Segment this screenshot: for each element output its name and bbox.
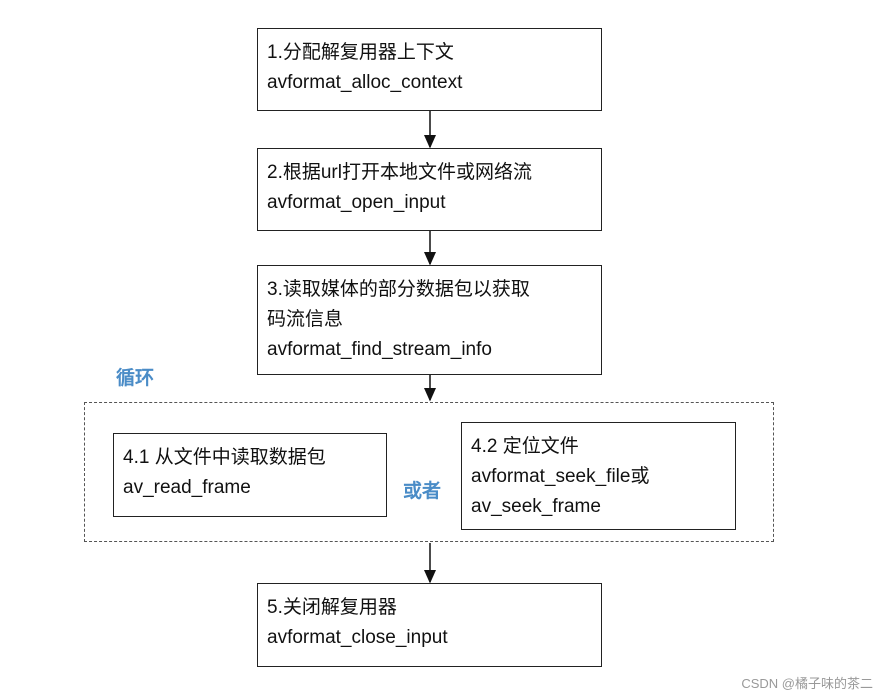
step-4-2-box: 4.2 定位文件 avformat_seek_file或 av_seek_fra… [461,422,736,530]
step-4-2-title: 4.2 定位文件 [471,436,579,457]
step-5-box: 5.关闭解复用器 avformat_close_input [257,583,602,667]
loop-region [84,402,774,542]
step-2-function: avformat_open_input [267,192,446,213]
step-3-function: avformat_find_stream_info [267,339,492,360]
step-3-title-cont: 码流信息 [267,309,344,330]
step-4-1-title: 4.1 从文件中读取数据包 [123,447,326,468]
watermark: CSDN @橘子味的茶二 [741,676,873,691]
step-3-box: 3.读取媒体的部分数据包以获取 码流信息 avformat_find_strea… [257,265,602,375]
step-2-title: 2.根据url打开本地文件或网络流 [267,162,532,183]
step-2-box: 2.根据url打开本地文件或网络流 avformat_open_input [257,148,602,231]
step-4-1-box: 4.1 从文件中读取数据包 av_read_frame [113,433,387,517]
step-4-2-function-alt: av_seek_frame [471,496,601,517]
step-4-2-function: avformat_seek_file或 [471,466,650,487]
step-1-title: 1.分配解复用器上下文 [267,42,454,63]
step-5-function: avformat_close_input [267,627,448,648]
step-4-1-function: av_read_frame [123,477,251,498]
step-5-title: 5.关闭解复用器 [267,597,397,618]
loop-label: 循环 [116,368,155,389]
step-1-function: avformat_alloc_context [267,72,463,93]
or-label: 或者 [403,481,442,502]
step-3-title: 3.读取媒体的部分数据包以获取 [267,279,530,300]
step-1-box: 1.分配解复用器上下文 avformat_alloc_context [257,28,602,111]
